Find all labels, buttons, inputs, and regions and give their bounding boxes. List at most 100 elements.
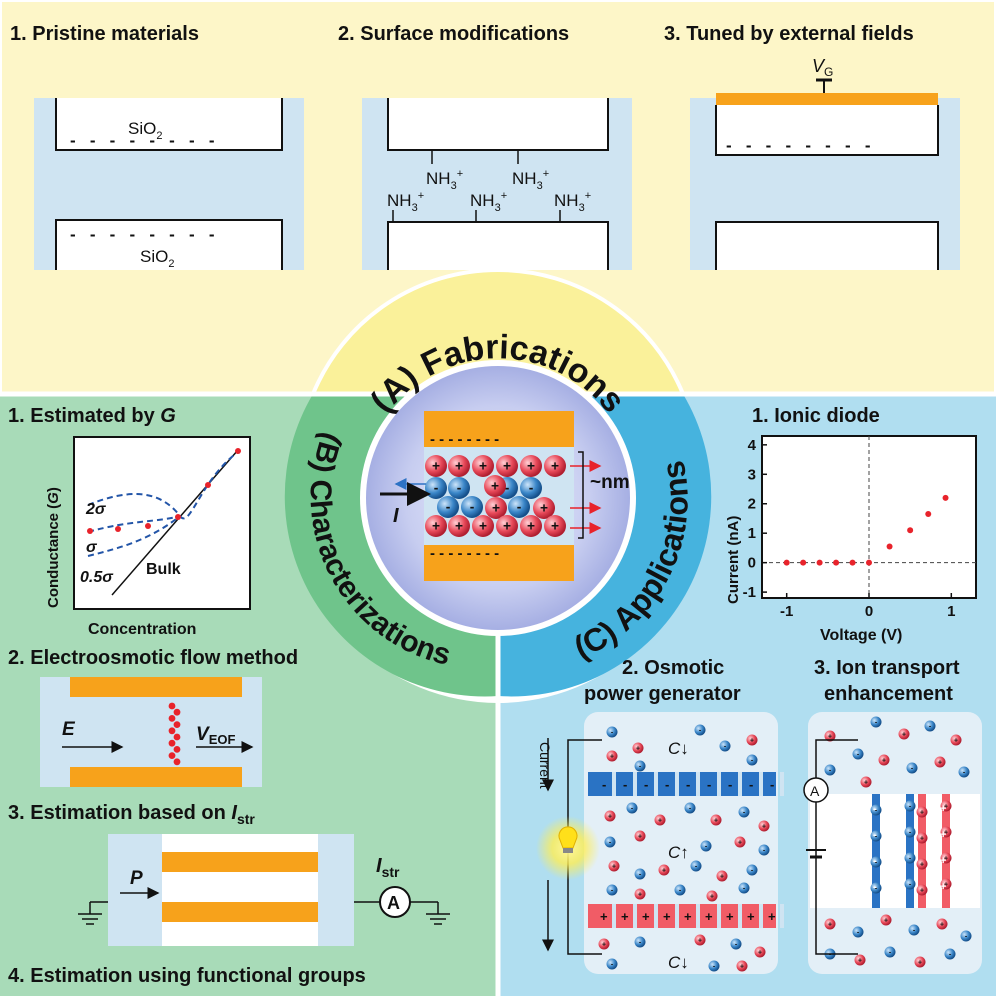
cation: + — [940, 852, 952, 864]
svg-text:+: + — [658, 817, 662, 824]
anion: - — [944, 948, 956, 960]
nanopore — [738, 772, 742, 796]
surface-charge-bottom: - - - - - - - - — [70, 225, 214, 244]
cation: + — [854, 954, 866, 966]
nanopore — [717, 904, 721, 928]
eof-tracer-dot — [173, 721, 181, 728]
conductance-ylabel: Conductance (G) — [45, 487, 62, 608]
gate-electrode — [716, 93, 938, 105]
anion: - — [924, 720, 936, 732]
nanopore — [675, 772, 679, 796]
cation: + — [544, 515, 566, 537]
nanopore — [780, 904, 784, 928]
svg-text:-: - — [699, 727, 702, 734]
diode-data-point — [942, 494, 949, 501]
nh3-group-label: NH3+ — [554, 190, 591, 214]
svg-text:+: + — [636, 745, 640, 752]
x-tick-label: 0 — [865, 603, 873, 620]
membrane-negative-charge: - — [602, 777, 606, 792]
svg-text:-: - — [875, 885, 878, 892]
conductance-data-point — [205, 482, 211, 488]
anion: - — [904, 826, 916, 838]
membrane-negative-charge: - — [770, 777, 774, 792]
svg-text:+: + — [432, 459, 440, 474]
svg-text:-: - — [763, 847, 766, 854]
ammeter-icon-transport — [803, 777, 829, 803]
anion: - — [870, 882, 882, 894]
nanopore — [780, 772, 784, 796]
svg-text:+: + — [758, 949, 762, 956]
nm-label: ~nm — [590, 472, 630, 493]
membrane-positive-charge: + — [768, 909, 776, 924]
svg-text:+: + — [491, 479, 499, 494]
nanopore — [612, 904, 616, 928]
svg-text:+: + — [698, 937, 702, 944]
anion: - — [520, 477, 542, 499]
anion: - — [870, 830, 882, 842]
ammeter-label-transport: A — [810, 783, 820, 799]
membrane-negative-charge: - — [686, 777, 690, 792]
y-tick-label: 2 — [748, 496, 756, 513]
svg-text:+: + — [864, 779, 868, 786]
svg-text:+: + — [750, 737, 754, 744]
anion: - — [461, 496, 483, 518]
svg-text:+: + — [940, 921, 944, 928]
svg-text:+: + — [492, 501, 500, 516]
svg-text:+: + — [602, 941, 606, 948]
anion: - — [852, 926, 864, 938]
svg-text:-: - — [751, 757, 754, 764]
y-tick-label: -1 — [743, 584, 756, 601]
membrane-positive-charge: + — [642, 909, 650, 924]
diode-data-point — [833, 559, 840, 566]
cation: + — [544, 455, 566, 477]
svg-text:+: + — [828, 921, 832, 928]
eof-tracer-dot — [168, 702, 176, 710]
svg-text:-: - — [743, 809, 746, 816]
surface-charge-top: - - - - - - - - — [70, 131, 214, 150]
anion: - — [738, 806, 750, 818]
pressure-label: P — [130, 868, 143, 889]
cation: + — [496, 515, 518, 537]
cation: + — [658, 864, 670, 876]
cation: + — [520, 515, 542, 537]
svg-text:+: + — [610, 753, 614, 760]
svg-text:-: - — [857, 751, 860, 758]
conductance-plot: Conductance (G) Concentration 2σ σ 0.5σ … — [45, 436, 251, 638]
svg-text:+: + — [432, 519, 440, 534]
svg-text:-: - — [713, 963, 716, 970]
nanopore — [675, 904, 679, 928]
anion: - — [730, 938, 742, 950]
anion: - — [870, 856, 882, 868]
svg-text:+: + — [638, 891, 642, 898]
cation: + — [520, 455, 542, 477]
svg-text:+: + — [612, 863, 616, 870]
svg-text:-: - — [909, 855, 912, 862]
cation: + — [608, 860, 620, 872]
y-tick-label: 0 — [748, 555, 756, 572]
cation: + — [634, 830, 646, 842]
current-direction-label: Current — [537, 742, 553, 789]
diode-data-point — [886, 543, 893, 550]
wall-negative-charge: - — [873, 855, 877, 867]
svg-text:-: - — [609, 839, 612, 846]
nanopore — [612, 772, 616, 796]
wall-negative-charge: - — [873, 829, 877, 841]
cation: + — [654, 814, 666, 826]
eof-velocity-label: VEOF — [196, 724, 235, 747]
pristine-materials-diagram: SiO2 - - - - - - - - - - - - - - - - SiO… — [34, 98, 304, 270]
ion-transport-title-line1: 3. Ion transport — [814, 657, 960, 679]
eof-tracer-dot — [168, 739, 176, 747]
anion: - — [746, 754, 758, 766]
svg-text:-: - — [913, 927, 916, 934]
svg-text:+: + — [503, 519, 511, 534]
cation: + — [880, 914, 892, 926]
cation: + — [916, 858, 928, 870]
cation: + — [634, 888, 646, 900]
anion: - — [606, 726, 618, 738]
wall-positive-charge: + — [940, 829, 946, 841]
anion: - — [958, 766, 970, 778]
membrane-positive-charge: + — [663, 909, 671, 924]
gate-voltage-label: VG — [812, 56, 833, 79]
membrane-positive-charge: + — [600, 909, 608, 924]
cation: + — [425, 455, 447, 477]
